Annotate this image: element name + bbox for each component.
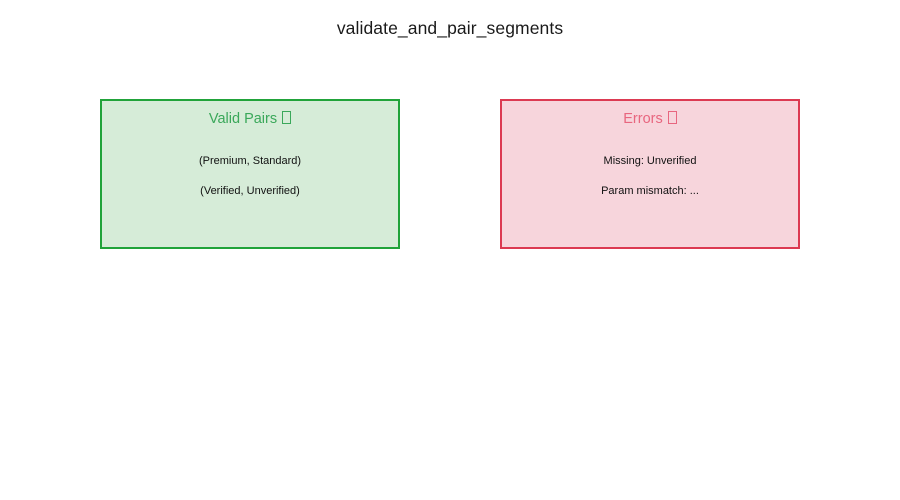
list-item: Param mismatch: ... [601,185,699,197]
valid-pairs-header: Valid Pairs [102,111,398,127]
errors-item-list: Missing: Unverified Param mismatch: ... [502,146,798,206]
list-item: (Premium, Standard) [198,155,302,167]
valid-pairs-item-list: (Premium, Standard) (Verified, Unverifie… [102,146,398,206]
errors-header: Errors [502,111,798,127]
errors-header-label: Errors [623,111,663,127]
list-item: Missing: Unverified [603,155,697,167]
errors-panel: Errors Missing: Unverified Param mismatc… [500,99,800,249]
valid-pairs-panel: Valid Pairs (Premium, Standard) (Verifie… [100,99,400,249]
missing-glyph-box-icon [282,111,292,124]
page-title: validate_and_pair_segments [336,18,564,38]
list-item: (Verified, Unverified) [200,185,300,197]
missing-glyph-box-icon [667,111,677,124]
valid-pairs-header-label: Valid Pairs [208,111,278,127]
